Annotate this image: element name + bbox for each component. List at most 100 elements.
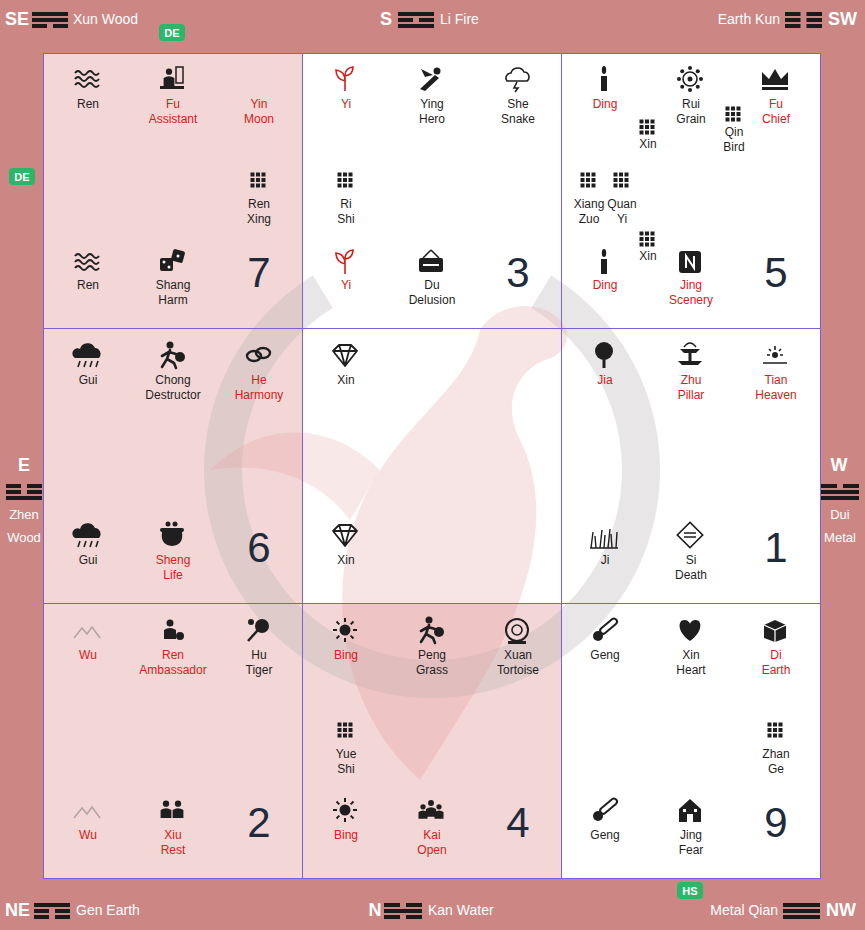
- badge-text: DE: [164, 27, 179, 39]
- cell-ground: [561, 53, 820, 328]
- icon-part: [593, 631, 603, 641]
- direction-label: NE: [5, 901, 30, 921]
- cell-text: Jing Scenery: [669, 278, 713, 308]
- trigram-symbol: [34, 903, 70, 919]
- icon-part: [614, 173, 618, 177]
- cell-text: Jia: [597, 373, 612, 388]
- trigram-label: Zhen: [9, 508, 39, 522]
- trigram-line: [785, 24, 801, 28]
- trigram-line: [821, 484, 837, 488]
- icon-part: [726, 107, 730, 111]
- icon-part: [614, 184, 618, 188]
- icon-part: [338, 184, 342, 188]
- icon-part: [78, 361, 98, 367]
- cell-text: Ren: [77, 278, 99, 293]
- icon-part: [340, 805, 351, 816]
- icon-part: [512, 625, 522, 635]
- scale-icon: [506, 619, 528, 644]
- cell-text: Gui: [79, 373, 98, 388]
- dice-icon: [160, 249, 185, 271]
- icon-part: [640, 120, 644, 124]
- waves-icon: [75, 254, 99, 270]
- icon-part: [74, 807, 100, 818]
- palace-number: 7: [247, 252, 270, 294]
- person-icon: [164, 620, 184, 641]
- cell-text: Ren Xing: [247, 197, 271, 227]
- phoenix-wing: [210, 433, 380, 521]
- trigram-symbol: [785, 12, 822, 28]
- waves-icon: [75, 71, 99, 87]
- icon-part: [593, 811, 603, 821]
- candle-icon: [601, 66, 607, 91]
- icon-part: [764, 620, 786, 642]
- palace-cell: WuRen AmbassadorHu TigerWuXiu Rest2: [43, 603, 303, 879]
- icon-part: [338, 173, 342, 177]
- phoenix-body: [342, 306, 567, 780]
- grain-icon: [677, 66, 703, 92]
- icon-part: [336, 250, 353, 274]
- cell-text: Ying Hero: [419, 97, 445, 127]
- status-badge: DE: [159, 24, 184, 41]
- icon-part: [166, 522, 171, 527]
- trigram-symbol: [32, 12, 68, 28]
- trigram-line: [821, 496, 859, 500]
- cell-ground: [43, 53, 302, 328]
- icon-part: [683, 72, 697, 86]
- cell-text: Tian Heaven: [755, 373, 796, 403]
- icon-part: [514, 82, 518, 92]
- icon-part: [349, 178, 353, 182]
- icon-part: [614, 178, 618, 182]
- cell-text: Fu Assistant: [149, 97, 198, 127]
- icon-part: [168, 266, 171, 269]
- trigram-line: [384, 909, 422, 913]
- icon-part: [167, 620, 174, 627]
- trigram-line: [419, 18, 434, 22]
- direction-label: W: [831, 456, 848, 476]
- icon-part: [581, 184, 585, 188]
- cell-text: Yin Moon: [244, 97, 274, 127]
- trigram-label: Wood: [7, 531, 41, 545]
- crown-icon: [762, 69, 788, 90]
- icon-part: [586, 184, 590, 188]
- icon-part: [592, 184, 596, 188]
- pair-icon: [161, 801, 184, 819]
- cell-text: Sheng Life: [156, 553, 191, 583]
- grid-icon: [251, 173, 266, 188]
- badge-text: DE: [14, 171, 29, 183]
- icon-part: [683, 809, 686, 812]
- mount-icon: [74, 627, 100, 638]
- icon-part: [680, 69, 684, 73]
- cell-ground: [43, 603, 302, 878]
- icon-part: [779, 723, 783, 727]
- icon-part: [768, 723, 772, 727]
- icon-part: [640, 232, 644, 236]
- grid-icon: [640, 232, 655, 247]
- cell-text: Bing: [334, 648, 358, 663]
- icon-part: [248, 630, 258, 641]
- icon-part: [601, 76, 607, 91]
- cell-text: Chong Destructor: [145, 373, 200, 403]
- trigram-line: [32, 18, 68, 22]
- icon-part: [351, 802, 354, 805]
- direction-label: SW: [828, 10, 857, 30]
- trigram-line: [821, 490, 859, 494]
- trigram-line: [406, 915, 422, 919]
- icon-part: [581, 178, 585, 182]
- icon-part: [343, 734, 347, 738]
- icon-part: [344, 618, 346, 622]
- icon-part: [162, 350, 176, 368]
- trigram-line: [32, 12, 68, 16]
- icon-part: [651, 243, 655, 247]
- icon-part: [175, 801, 181, 807]
- icon-part: [251, 178, 255, 182]
- icon-part: [688, 88, 692, 92]
- grid-icon: [768, 723, 783, 738]
- status-badge: HS: [677, 882, 702, 899]
- icon-part: [340, 625, 351, 636]
- pot-icon: [160, 522, 184, 547]
- icon-part: [338, 734, 342, 738]
- icon-part: [162, 532, 183, 546]
- icon-part: [173, 808, 184, 818]
- icon-part: [677, 522, 702, 547]
- gem-icon: [333, 525, 357, 546]
